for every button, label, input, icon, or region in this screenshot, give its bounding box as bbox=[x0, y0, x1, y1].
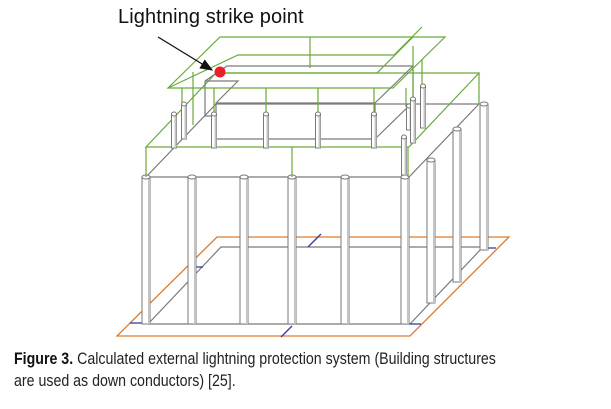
earth-ring bbox=[115, 236, 511, 337]
arrow-pointer-icon bbox=[157, 36, 214, 71]
column bbox=[426, 157, 436, 304]
column bbox=[401, 134, 407, 176]
column bbox=[479, 101, 489, 251]
column bbox=[211, 111, 217, 149]
column bbox=[400, 174, 410, 325]
lps-diagram bbox=[115, 26, 511, 338]
column bbox=[410, 96, 416, 144]
column bbox=[315, 111, 321, 149]
strike-point-marker-icon bbox=[214, 66, 226, 78]
upper-rods bbox=[171, 83, 426, 176]
column bbox=[171, 111, 177, 149]
column bbox=[340, 174, 350, 325]
figure-number: Figure 3. bbox=[14, 350, 74, 368]
caption-line-2: are used as down conductors) [25]. bbox=[14, 372, 236, 390]
strike-point-label: Lightning strike point bbox=[118, 6, 304, 28]
column bbox=[239, 174, 249, 325]
column bbox=[181, 101, 187, 140]
column bbox=[141, 174, 151, 325]
caption-line-1: Figure 3. Calculated external lightning … bbox=[14, 348, 607, 370]
figure-caption: Figure 3. Calculated external lightning … bbox=[14, 348, 607, 392]
column bbox=[371, 111, 377, 149]
column bbox=[287, 174, 297, 325]
down-conductor-columns bbox=[141, 101, 489, 325]
column bbox=[187, 174, 197, 325]
upper-block-outline bbox=[204, 64, 414, 140]
column bbox=[263, 111, 269, 149]
column bbox=[452, 126, 462, 283]
caption-text-1: Calculated external lightning protection… bbox=[77, 350, 496, 368]
column bbox=[420, 83, 426, 129]
upper-air-mesh bbox=[166, 26, 447, 133]
